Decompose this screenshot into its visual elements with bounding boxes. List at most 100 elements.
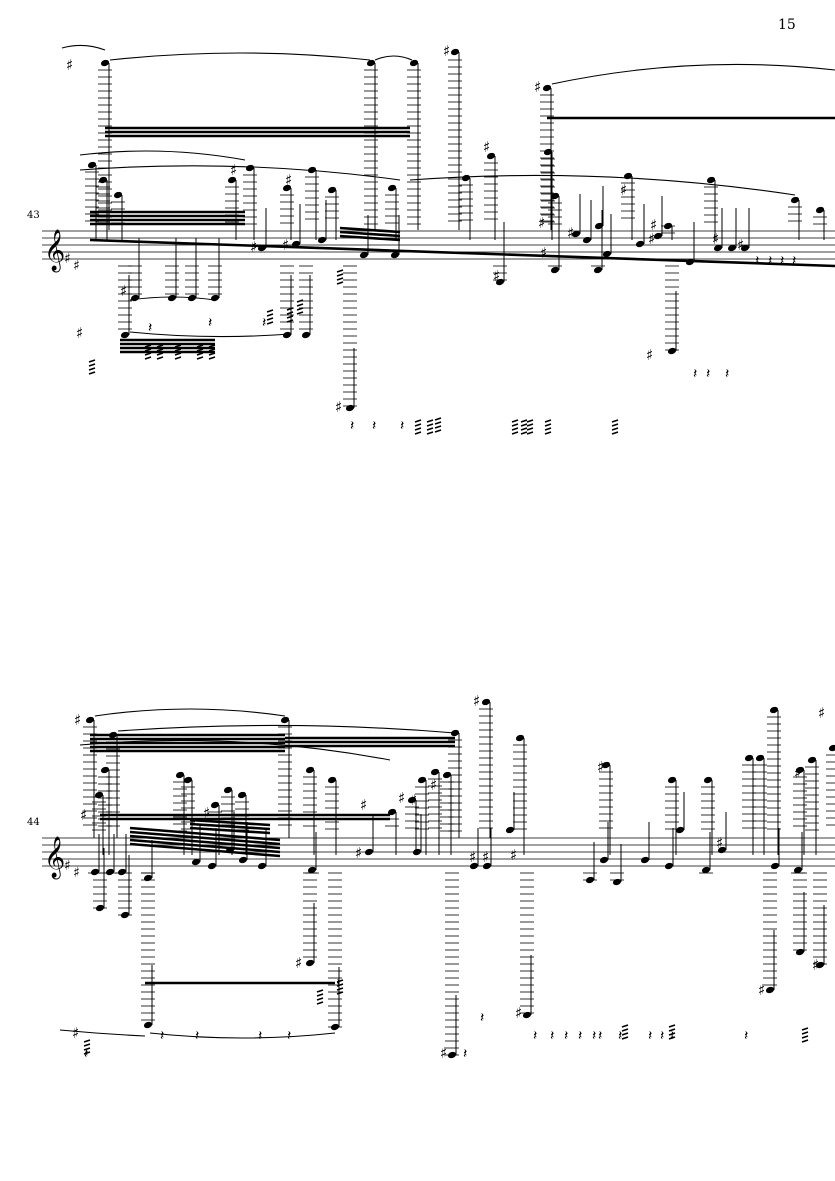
sharp-sign: ♯: [120, 282, 127, 300]
notehead: [387, 808, 397, 816]
sharp-sign: ♯: [230, 161, 237, 179]
sharp-sign: ♯: [355, 844, 362, 862]
beam: [189, 822, 271, 831]
notehead: [207, 862, 217, 870]
tremolo-mark: [520, 419, 528, 423]
sharp-sign: ♯: [538, 214, 545, 232]
tremolo-mark: [621, 1032, 629, 1036]
sharp-sign: ♯: [430, 776, 437, 794]
tremolo-mark: [336, 983, 344, 987]
notehead: [257, 244, 267, 252]
tremolo-mark: [426, 431, 434, 435]
tremolo-mark: [83, 1039, 91, 1043]
rest: 𝄽: [725, 366, 729, 382]
tremolo-mark: [296, 307, 304, 311]
tremolo-mark: [208, 356, 216, 360]
notehead: [442, 771, 452, 779]
tremolo-mark: [526, 419, 534, 423]
beam: [129, 830, 281, 846]
tremolo-mark: [156, 344, 164, 348]
sharp-sign: ♯: [758, 981, 765, 999]
notehead: [282, 184, 292, 192]
notehead: [120, 331, 130, 339]
beam: [189, 826, 271, 835]
notehead: [90, 868, 100, 876]
rest: 𝄽: [480, 1010, 484, 1026]
tremolo-mark: [266, 321, 274, 325]
sharp-sign: ♯: [295, 954, 302, 972]
sharp-sign: ♯: [712, 230, 719, 248]
tremolo-mark: [544, 423, 552, 427]
measure-number-43: 43: [27, 210, 40, 221]
tremolo-mark: [196, 356, 204, 360]
tremolo-mark: [801, 1027, 809, 1031]
notehead: [807, 756, 817, 764]
sharp-sign: ♯: [203, 804, 210, 822]
notehead: [815, 961, 825, 969]
sharp-sign: ♯: [737, 236, 744, 254]
tremolo-mark: [668, 1036, 676, 1040]
notehead: [515, 734, 525, 742]
rest: 𝄽: [706, 366, 710, 382]
tremolo-mark: [266, 317, 274, 321]
tremolo-mark: [801, 1035, 809, 1039]
notehead: [740, 244, 750, 252]
tremolo-mark: [296, 303, 304, 307]
notehead: [143, 1021, 153, 1029]
slur: [59, 1029, 146, 1037]
tremolo-mark: [208, 352, 216, 356]
tremolo-mark: [266, 313, 274, 317]
rest: 𝄽: [618, 1028, 622, 1044]
key-signature-43: ♯♯: [64, 251, 80, 274]
notehead: [210, 801, 220, 809]
beam: [89, 238, 835, 268]
tremolo-mark: [526, 423, 534, 427]
notehead: [94, 791, 104, 799]
slur: [149, 1032, 336, 1039]
notehead: [522, 1011, 532, 1019]
notehead: [223, 786, 233, 794]
tremolo-mark: [668, 1024, 676, 1028]
tremolo-mark: [544, 419, 552, 423]
notehead: [280, 716, 290, 724]
notehead: [828, 744, 835, 752]
slur: [374, 55, 413, 61]
tremolo-mark: [520, 431, 528, 435]
tremolo-mark: [520, 423, 528, 427]
sharp-sign: ♯: [473, 692, 480, 710]
rest: 𝄽: [372, 418, 376, 434]
notehead: [482, 862, 492, 870]
tremolo-mark: [144, 348, 152, 352]
notehead: [582, 236, 592, 244]
notehead: [594, 222, 604, 230]
sharp-sign: ♯: [80, 806, 87, 824]
staff-system-43: [42, 230, 835, 260]
notehead: [100, 766, 110, 774]
tremolo-mark: [426, 427, 434, 431]
tremolo-mark: [296, 299, 304, 303]
notehead: [390, 251, 400, 259]
sharp-sign: ♯: [620, 181, 627, 199]
notehead: [245, 164, 255, 172]
notehead: [593, 266, 603, 274]
sharp-sign: ♯: [646, 346, 653, 364]
notehead: [653, 232, 663, 240]
tremolo-mark: [208, 348, 216, 352]
notehead: [815, 206, 825, 214]
tremolo-mark: [196, 344, 204, 348]
tremolo-mark: [336, 269, 344, 273]
notehead: [100, 59, 110, 67]
rest: 𝄽: [564, 1028, 568, 1044]
notehead: [790, 196, 800, 204]
tremolo-mark: [434, 421, 442, 425]
rest: 𝄽: [592, 1028, 596, 1044]
notehead: [744, 754, 754, 762]
notehead: [417, 776, 427, 784]
tremolo-mark: [611, 419, 619, 423]
tremolo-mark: [801, 1039, 809, 1043]
tremolo-mark: [668, 1028, 676, 1032]
rest: 𝄽: [768, 253, 772, 269]
tremolo-mark: [83, 1043, 91, 1047]
notehead: [450, 48, 460, 56]
